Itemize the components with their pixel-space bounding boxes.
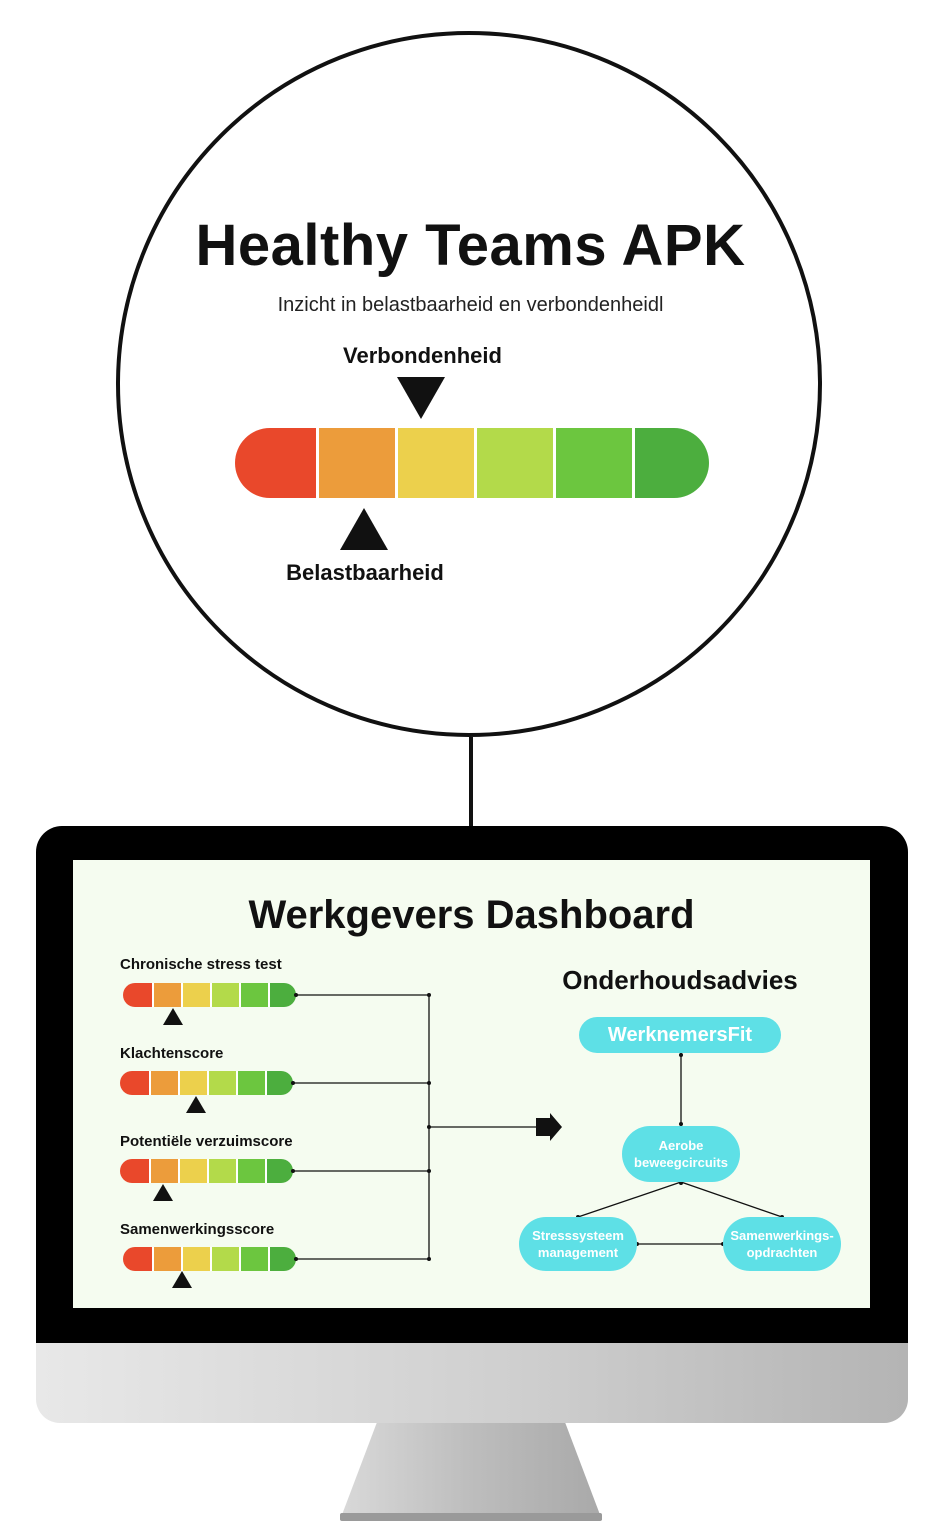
metric-gauge-klachten [120,1071,293,1095]
monitor-chin [36,1343,908,1423]
gauge-segment [181,983,210,1007]
gauge-segment-3 [395,428,474,498]
connector-dot [427,1257,431,1261]
gauge-segment [149,1159,178,1183]
connector-dot [427,1125,431,1129]
gauge-segment [123,983,152,1007]
metric-marker-stress [163,1008,183,1025]
gauge-segment [265,1159,293,1183]
gauge-segment-2 [316,428,395,498]
gauge-segment [207,1159,236,1183]
metric-label-verzuim: Potentiële verzuimscore [120,1133,293,1150]
metric-marker-samenwerking [172,1271,192,1288]
connector-dot [291,1169,295,1173]
connector-dot [679,1122,683,1126]
belastbaarheid-marker [340,508,388,550]
gauge-segment [236,1071,265,1095]
gauge-segment [239,1247,268,1271]
connector-dot [427,993,431,997]
gauge-segment [236,1159,265,1183]
monitor-foot [340,1513,602,1521]
apk-title: Healthy Teams APK [195,213,746,278]
connector-line [469,737,473,832]
dashboard-title: Werkgevers Dashboard [248,893,695,937]
metric-marker-verzuim [153,1184,173,1201]
gauge-segment [239,983,268,1007]
node-samenwerkingsopdrachten: Samenwerkings-opdrachten [723,1217,841,1271]
metric-gauge-verzuim [120,1159,293,1183]
advice-link-line [577,1181,682,1218]
metric-gauge-stress [123,983,296,1007]
metric-label-samenwerking: Samenwerkingsscore [120,1221,275,1238]
apk-circle [116,31,822,737]
gauge-segment [120,1159,149,1183]
metric-gauge-samenwerking [123,1247,296,1271]
gauge-segment-1 [235,428,316,498]
belastbaarheid-label: Belastbaarheid [286,560,444,585]
gauge-segment [152,983,181,1007]
metric-label-stress: Chronische stress test [120,956,282,973]
gauge-segment [207,1071,236,1095]
node-werknemersfit: WerknemersFit [579,1017,781,1053]
connector-dot [291,1081,295,1085]
advice-link-line [680,1181,783,1218]
gauge-segment [210,983,239,1007]
gauge-segment [268,1247,296,1271]
monitor-stand [340,1423,602,1520]
connector-dot [294,1257,298,1261]
connector-dot [679,1181,683,1185]
advice-title: Onderhoudsadvies [562,965,798,995]
apk-subtitle: Inzicht in belastbaarheid en verbondenhe… [277,294,664,316]
gauge-segment [265,1071,293,1095]
arrow-right-icon [536,1113,562,1141]
connector-dot [294,993,298,997]
gauge-segment [210,1247,239,1271]
gauge-segment [152,1247,181,1271]
connector-dot [679,1053,683,1057]
gauge-segment [120,1071,149,1095]
connector-dot [427,1169,431,1173]
gauge-segment [178,1071,207,1095]
apk-gauge [235,428,709,498]
gauge-segment-5 [553,428,632,498]
gauge-segment-4 [474,428,553,498]
verbondenheid-label: Verbondenheid [343,343,502,368]
gauge-segment [149,1071,178,1095]
metric-label-klachten: Klachtenscore [120,1045,224,1062]
gauge-segment [268,983,296,1007]
gauge-segment [123,1247,152,1271]
gauge-segment [181,1247,210,1271]
gauge-segment [178,1159,207,1183]
verbondenheid-marker [397,377,445,419]
connector-dot [427,1081,431,1085]
metric-marker-klachten [186,1096,206,1113]
gauge-segment-6 [632,428,709,498]
